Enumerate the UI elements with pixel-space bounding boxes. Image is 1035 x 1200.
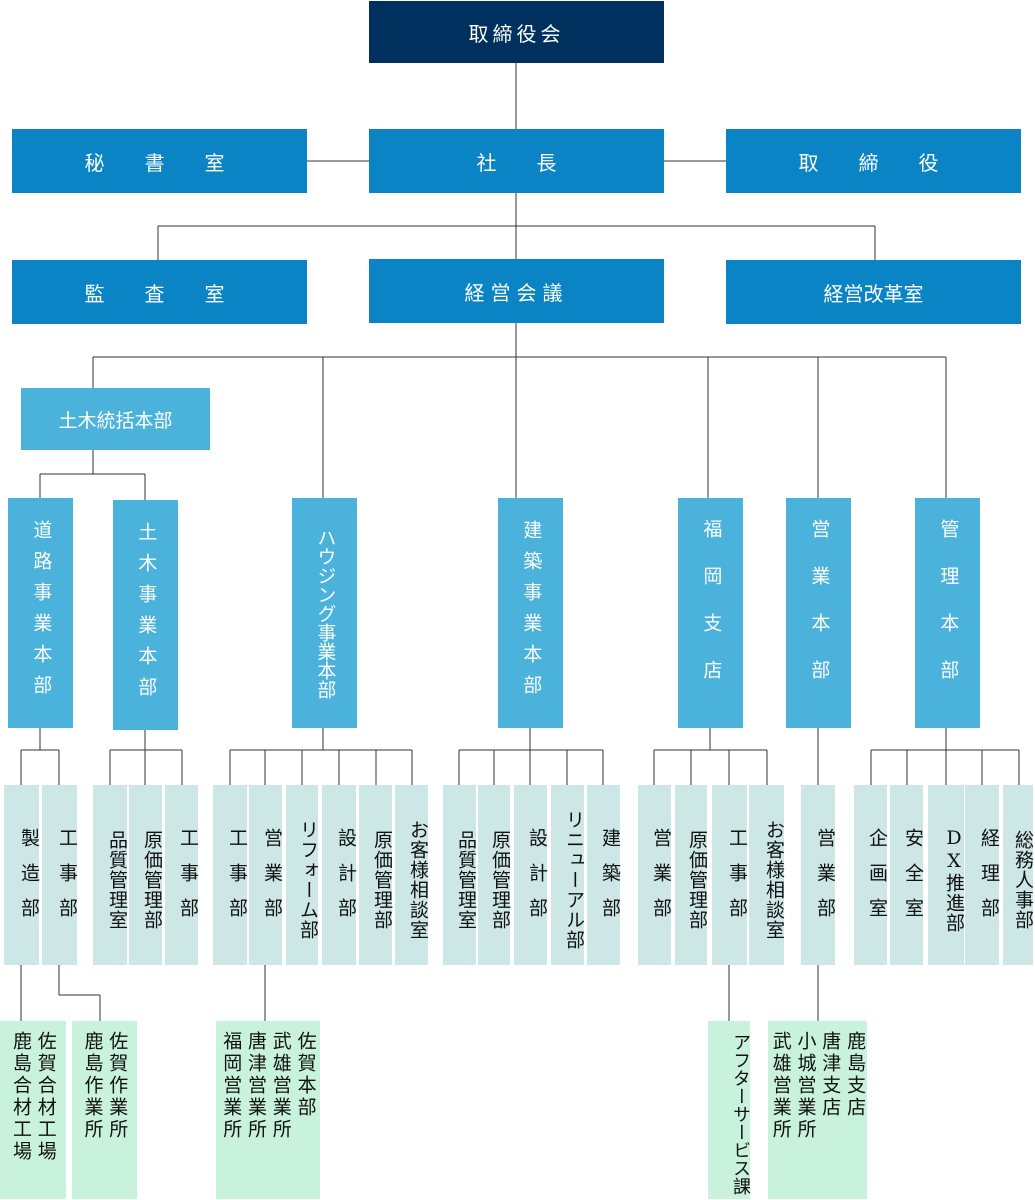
dept-fukuoka-1: 原価管理部 [675,785,708,965]
dept-civil-2: 工事部 [165,785,199,965]
division-housing: ハウジング事業本部 [292,498,357,728]
office-saga-hq: 佐賀本部 [294,1031,317,1119]
dept-fukuoka-2: 工事部 [712,785,748,965]
dept-civil-0: 品質管理室 [93,785,128,965]
office-work-offices: 佐賀作業所 鹿島作業所 [72,1021,137,1199]
office-branches: 鹿島支店 唐津支店 小城営業所 武雄営業所 [768,1021,867,1199]
dept-building-3: リニューアル部 [551,785,585,965]
office-fukuoka-sales: 福岡営業所 [220,1031,243,1141]
dept-housing-3: 設計部 [322,785,357,965]
dept-building-4: 建築部 [587,785,621,965]
dept-building-1: 原価管理部 [478,785,511,965]
secretariat-box: 秘 書 室 [12,129,307,193]
dept-housing-1: 営業部 [249,785,283,965]
office-saga-work: 佐賀作業所 [106,1031,129,1141]
director-box: 取 締 役 [726,129,1021,193]
dept-admin-2: DX推進部 [928,785,965,965]
dept-housing-5: お客様相談室 [395,785,429,965]
dept-housing-2: リフォーム部 [286,785,319,965]
office-kashima-factory: 鹿島合材工場 [10,1031,32,1163]
reform-box: 経営改革室 [726,260,1021,324]
board-box: 取締役会 [369,1,664,63]
dept-admin-3: 経理部 [965,785,1000,965]
office-karatsu-sales: 唐津営業所 [245,1031,267,1141]
office-ogi-sales: 小城営業所 [794,1031,817,1141]
dept-civil-1: 原価管理部 [129,785,163,965]
dept-housing-4: 原価管理部 [359,785,393,965]
dept-housing-0: 工事部 [213,785,248,965]
division-road: 道路事業本部 [8,498,73,728]
office-factories: 佐賀合材工場 鹿島合材工場 [0,1021,66,1199]
division-building: 建築事業本部 [498,498,563,728]
civil-hq-box: 土木統括本部 [21,388,210,450]
division-admin: 管理本部 [915,498,980,728]
president-box: 社 長 [369,129,664,193]
division-fukuoka: 福岡支店 [678,498,743,728]
dept-road-0: 製造部 [4,785,40,965]
office-takeo-sales: 武雄営業所 [269,1031,292,1141]
dept-admin-4: 総務人事部 [1003,785,1034,965]
dept-sales-0: 営業部 [801,785,836,965]
dept-road-1: 工事部 [42,785,78,965]
office-housing-sales: 佐賀本部 武雄営業所 唐津営業所 福岡営業所 [216,1021,320,1199]
office-kashima-branch: 鹿島支店 [844,1031,867,1119]
audit-box: 監 査 室 [12,260,307,324]
office-takeo-branch-sales: 武雄営業所 [769,1031,792,1141]
dept-fukuoka-0: 営業部 [638,785,672,965]
division-civil: 土木事業本部 [113,500,178,730]
dept-admin-1: 安全室 [890,785,924,965]
office-kashima-work: 鹿島作業所 [81,1031,104,1141]
meeting-box: 経営会議 [369,259,664,323]
dept-building-2: 設計部 [514,785,548,965]
office-karatsu-branch: 唐津支店 [819,1031,842,1119]
office-saga-factory: 佐賀合材工場 [34,1031,57,1163]
office-after-service: アフターサービス課 [708,1021,751,1199]
dept-fukuoka-3: お客様相談室 [749,785,785,965]
dept-admin-0: 企画室 [854,785,888,965]
dept-building-0: 品質管理室 [443,785,477,965]
division-sales: 営業本部 [786,498,851,728]
